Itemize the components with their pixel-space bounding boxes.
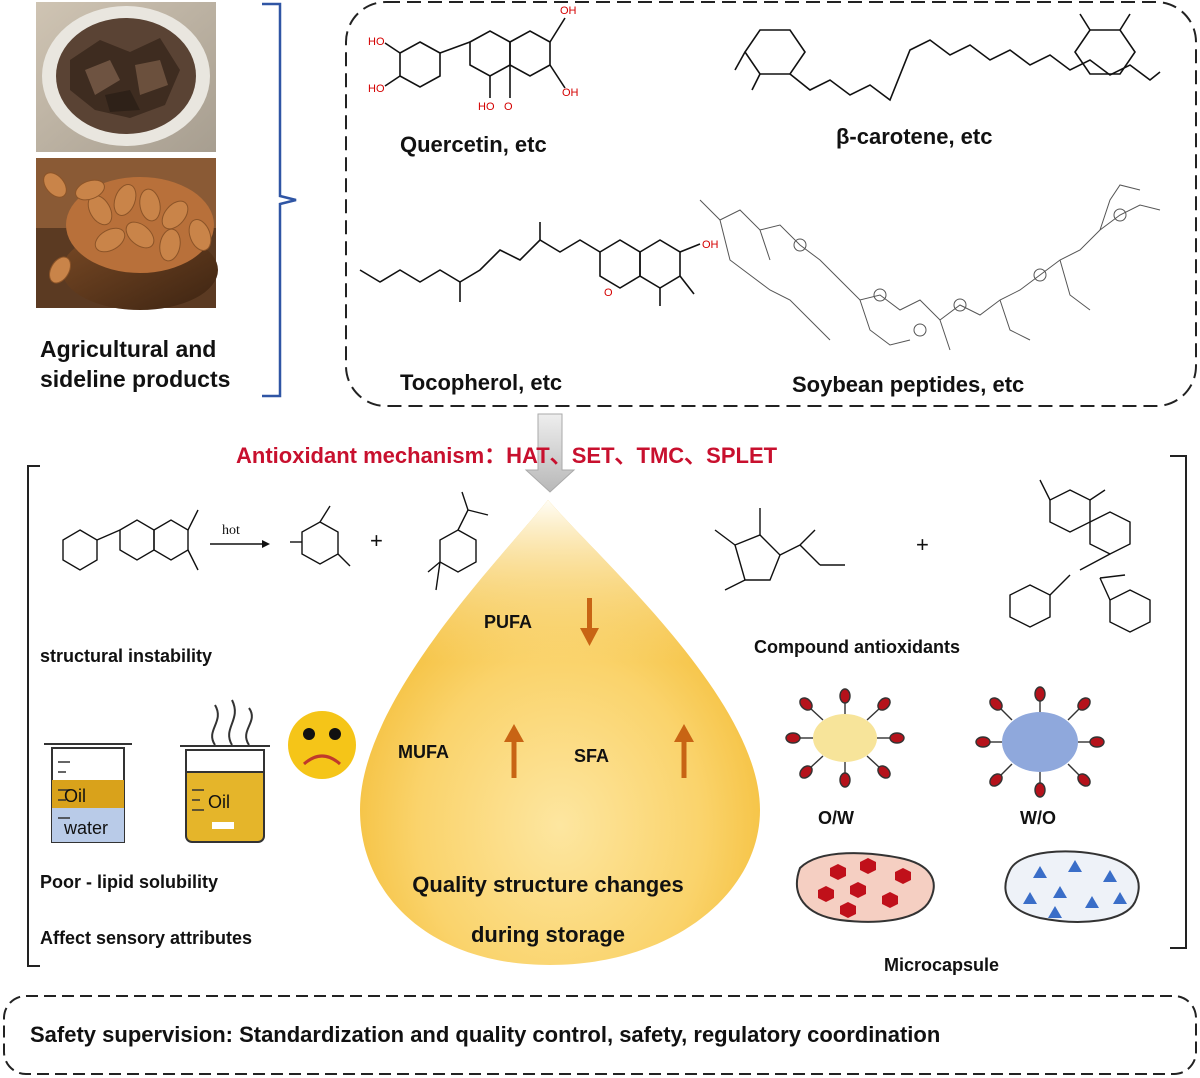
sources-label-line2: sideline products (40, 364, 230, 394)
sources-label: Agricultural and sideline products (40, 334, 230, 394)
tocopherol-o: O (604, 287, 613, 299)
quercetin-structure (385, 18, 565, 98)
carotene-label: β-carotene, etc (836, 124, 992, 150)
compound-antioxidants-label: Compound antioxidants (754, 637, 960, 658)
footer-safety-text: Safety supervision: Standardization and … (30, 1022, 940, 1048)
soybean-peptide-structure (700, 185, 1160, 350)
structural-instability-label: structural instability (40, 646, 212, 667)
tocopherol-label: Tocopherol, etc (400, 370, 562, 396)
microcapsule-label: Microcapsule (884, 955, 999, 976)
product-phloroglucinol (290, 506, 350, 566)
photo-almonds (36, 158, 218, 310)
product-protocatechuic (428, 492, 488, 590)
soybean-label: Soybean peptides, etc (792, 372, 1024, 398)
mufa-label: MUFA (398, 742, 449, 763)
beaker1-water-label: water (64, 818, 108, 839)
quercetin-o: O (504, 101, 513, 113)
quercetin-oh-1: HO (368, 36, 385, 48)
quercetin-oh-5: HO (478, 101, 495, 113)
pufa-label: PUFA (484, 612, 532, 633)
reaction-plus: + (370, 528, 383, 554)
beaker-heated-oil (180, 700, 270, 842)
right-bracket (1170, 456, 1186, 948)
compounds-box (346, 2, 1196, 406)
sources-label-line1: Agricultural and (40, 334, 230, 364)
quercetin-label: Quercetin, etc (400, 132, 547, 158)
photo-tea-leaves (36, 2, 216, 152)
quercetin-oh-4: OH (562, 87, 579, 99)
ascorbic-acid-structure (715, 508, 845, 590)
microcapsule-red (797, 853, 934, 922)
lipid-solubility-label: Poor - lipid solubility (40, 872, 218, 893)
hot-arrow-head (262, 540, 270, 548)
ow-label: O/W (818, 808, 854, 829)
left-bracket (28, 466, 40, 966)
wo-label: W/O (1020, 808, 1056, 829)
beaker2-oil-label: Oil (208, 792, 230, 813)
drop-title-line2: during storage (378, 922, 718, 948)
quercetin-oh-3: OH (560, 5, 577, 17)
sad-face-icon (288, 711, 356, 779)
drop-title-line1: Quality structure changes (378, 872, 718, 898)
sensory-attributes-label: Affect sensory attributes (40, 928, 252, 949)
tocopherol-structure (360, 222, 700, 306)
sfa-label: SFA (574, 746, 609, 767)
carotene-structure (735, 14, 1160, 100)
source-brace (262, 4, 296, 396)
hot-label: hot (222, 523, 240, 539)
mechanism-title: Antioxidant mechanism：HAT、SET、TMC、SPLET (236, 438, 777, 470)
microcapsule-blue (1005, 851, 1138, 922)
beaker1-oil-label: Oil (64, 786, 86, 807)
wo-emulsion-droplet (976, 687, 1104, 797)
tocopherol-oh: OH (702, 239, 719, 251)
catechin-gallate-structure (1010, 480, 1150, 632)
quercetin-oh-2: HO (368, 83, 385, 95)
ow-emulsion-droplet (786, 689, 904, 787)
reaction-quercetin (63, 510, 198, 570)
compound-plus: + (916, 532, 929, 558)
